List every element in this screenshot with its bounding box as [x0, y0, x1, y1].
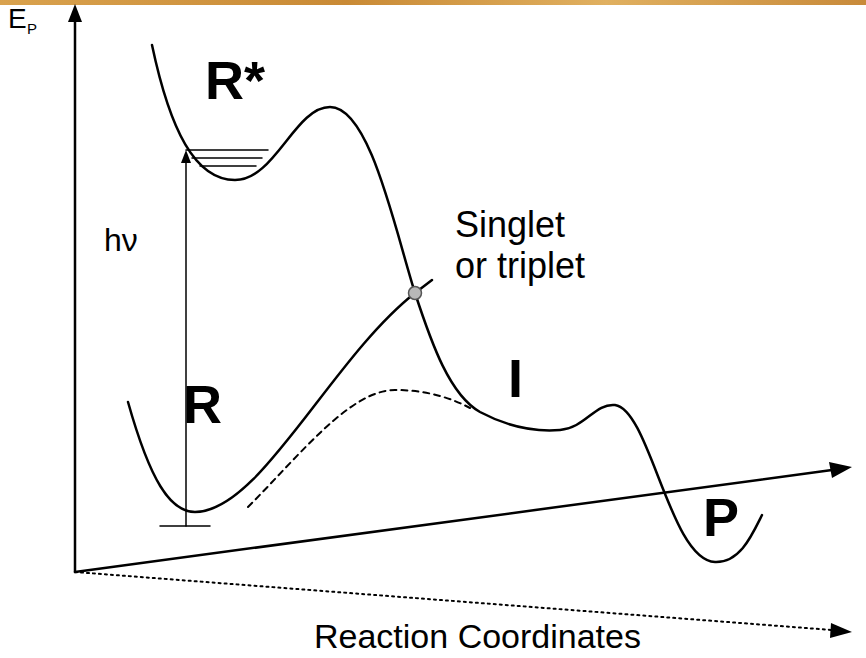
state-label: I [508, 350, 523, 407]
crossing-label: Singlet or triplet [455, 204, 595, 287]
avoided-crossing-curve [248, 390, 470, 507]
vibrational-level [160, 525, 210, 527]
x-axis [75, 470, 832, 572]
excitation-arrow [185, 162, 187, 526]
top-strip [0, 0, 866, 5]
vibrational-level [186, 149, 268, 151]
crossing-point [409, 287, 422, 300]
arrowhead [181, 150, 191, 163]
axis-title: Reaction Coordinates [314, 619, 641, 655]
excited-state-curve [152, 45, 762, 562]
arrowhead [68, 4, 82, 22]
arrowhead [830, 623, 852, 638]
y-axis [74, 20, 77, 572]
ground-state-curve [128, 280, 432, 512]
axis-subscript: P [27, 21, 37, 37]
state-label: P [703, 489, 739, 546]
axis-label: E [8, 4, 27, 33]
arrowhead [829, 462, 852, 478]
state-label: R* [205, 52, 265, 109]
vibrational-level [200, 165, 256, 167]
vibrational-level [192, 157, 262, 159]
photon-label: hν [104, 224, 138, 258]
state-label: R [183, 376, 222, 433]
